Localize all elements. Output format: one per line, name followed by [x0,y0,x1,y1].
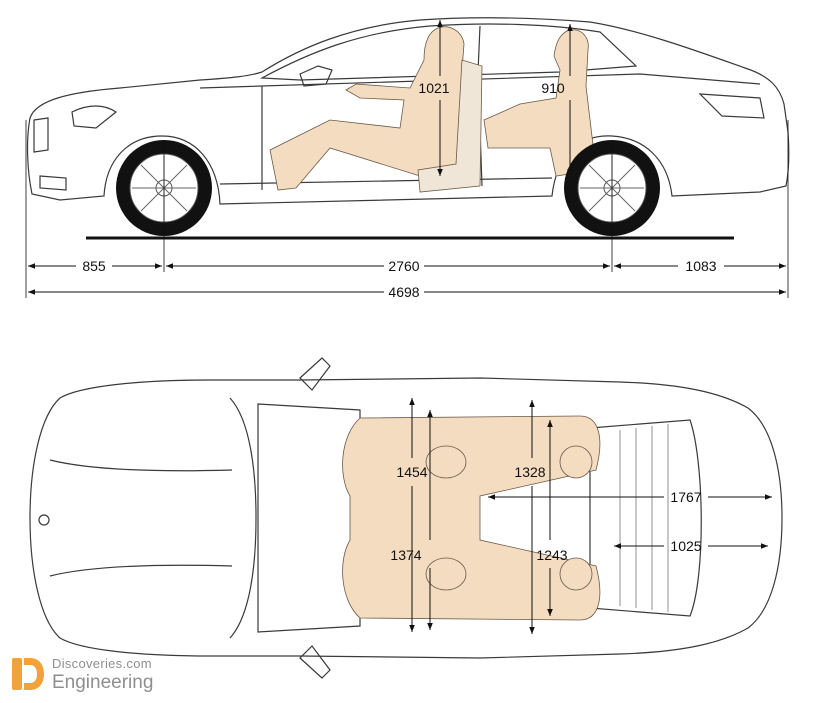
extension-lines [25,120,789,298]
front-left-head [425,445,467,479]
rear-right-head [559,557,593,591]
belt-line [199,73,761,89]
top-occupants [342,415,601,621]
side-mirror [299,65,333,87]
rear-window-lines [619,424,669,612]
right-mirror [299,645,331,679]
front-seat [417,59,483,193]
rear-headroom-label: 910 [541,80,565,96]
cabin-fill [342,415,601,621]
width-dimension-lines [409,398,772,634]
left-mirror [299,357,331,391]
rear-hip-width-label: 1243 [536,547,567,563]
headroom-dimension-lines [437,20,573,176]
wheelbase-label: 2760 [388,258,419,274]
watermark-logo-icon [12,658,44,690]
rear-left-head [559,445,593,479]
side-occupants [269,26,597,193]
front-shoulder-width-label: 1454 [396,464,427,480]
trunk-width-wheelhouses-label: 1025 [670,538,701,554]
top-body-outline [29,377,783,659]
grille [33,117,49,153]
watermark-line-2: Engineering [52,672,154,693]
fog-light [39,175,67,191]
front-emblem [38,514,50,526]
front-overhang-label: 855 [82,258,106,274]
rear-occupant [483,29,597,177]
trunk-width-label: 1767 [670,489,701,505]
tail-light [698,93,765,119]
overall-length-label: 4698 [388,284,419,300]
front-occupant [269,26,473,191]
front-headroom-label: 1021 [418,80,449,96]
rear-shoulder-width-label: 1328 [514,464,545,480]
side-window-line [259,23,638,81]
rear-overhang-label: 1083 [685,258,716,274]
windshield-line [229,397,257,639]
front-hip-width-label: 1374 [390,547,421,563]
watermark-line-1: Discoveries.com [52,656,152,671]
car-body-outline [26,17,790,205]
length-dimension-lines [28,263,786,295]
rocker-line [219,177,553,185]
headlight [71,105,118,129]
hood-lines [49,459,233,577]
top-view [29,357,783,679]
front-right-head [425,557,467,591]
rear-window [589,419,702,617]
side-view [26,17,790,205]
b-pillar [477,25,481,73]
windshield-glass [257,403,361,633]
